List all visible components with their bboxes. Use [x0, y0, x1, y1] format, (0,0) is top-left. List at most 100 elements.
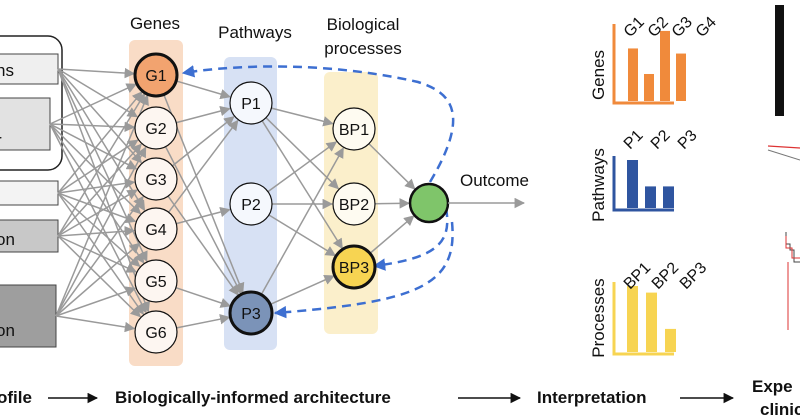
- pathway-node: P2: [229, 182, 273, 226]
- process-node: BP1: [332, 107, 376, 151]
- network-edge: [49, 123, 147, 314]
- cropped-red-curve: [767, 145, 800, 149]
- genes-chart-axis: [612, 24, 674, 105]
- network-edge: [57, 139, 139, 194]
- network-edge: [57, 178, 136, 194]
- input-box: [0, 180, 59, 206]
- input-box-label: r: [0, 131, 2, 150]
- gene-node-label: G1: [145, 68, 166, 85]
- network-edge: [57, 189, 138, 237]
- network-edge: [57, 226, 136, 237]
- network-edge: [55, 315, 136, 333]
- genes-bar: [660, 30, 670, 102]
- network-edge: [167, 195, 239, 296]
- gene-node-label: G4: [145, 222, 166, 239]
- processes-tick-label: BP2: [649, 259, 682, 292]
- gene-node-label: G3: [145, 172, 166, 189]
- processes-tick-label: BP3: [677, 259, 710, 292]
- network-edge: [55, 195, 144, 317]
- network-edge: [369, 215, 415, 254]
- gene-node-circle: [134, 259, 178, 303]
- network-edge: [176, 105, 231, 124]
- process-node-label: BP2: [339, 197, 369, 214]
- process-node-label: BP3: [339, 260, 369, 277]
- outcome-label: Outcome: [460, 171, 529, 190]
- gene-node: G1: [133, 52, 179, 98]
- gene-node-label: G5: [145, 274, 166, 291]
- pathway-node-circle: [229, 81, 273, 125]
- network-edge: [57, 192, 137, 224]
- feedback-arrows: [181, 65, 455, 319]
- network-edge: [57, 68, 139, 118]
- pathway-node-circle: [228, 290, 274, 336]
- input-group-frame: [0, 35, 63, 171]
- network-edge: [57, 235, 137, 273]
- process-node-circle: [331, 244, 377, 290]
- cropped-km-curve-red: [785, 236, 800, 259]
- feedback-arrow-g1: [181, 65, 455, 183]
- cropped-right-panel: [767, 5, 800, 330]
- outcome-node: [408, 182, 450, 224]
- process-node-label: BP1: [339, 122, 369, 139]
- pathways-tick-label: P1: [621, 127, 647, 153]
- pathway-node-label: P1: [241, 96, 261, 113]
- genes-tick-label: G1: [621, 14, 648, 41]
- processes-heading-line2: processes: [324, 39, 401, 58]
- network-edge: [57, 91, 143, 194]
- network-edge: [176, 314, 231, 329]
- gene-node: G6: [134, 310, 178, 354]
- network-edge: [49, 123, 138, 170]
- genes-tick-label: G4: [693, 14, 720, 41]
- process-node: BP3: [331, 244, 377, 290]
- processes-bar: [627, 286, 638, 352]
- gene-node: G2: [134, 106, 178, 150]
- genes-bar: [676, 53, 686, 101]
- pipeline-step-expert-line2: clinic: [760, 400, 800, 419]
- pathways-heading: Pathways: [218, 23, 292, 42]
- pathway-node-label: P3: [241, 306, 261, 323]
- genes-tick-label: G3: [669, 14, 696, 41]
- pathway-node-label: P2: [241, 197, 261, 214]
- pathways-bar: [645, 186, 656, 208]
- network-edge: [55, 146, 147, 317]
- gene-node-label: G6: [145, 325, 166, 342]
- network-edge: [176, 206, 231, 225]
- genes-bar: [628, 48, 638, 101]
- gene-node-circle: [133, 52, 179, 98]
- process-node-circle: [332, 107, 376, 151]
- network-edge: [57, 92, 146, 237]
- genes-heading: Genes: [130, 14, 180, 33]
- processes-bar: [665, 328, 676, 352]
- gene-node-label: G2: [145, 121, 166, 138]
- pathway-node-circle: [229, 182, 273, 226]
- network-edge: [267, 141, 338, 193]
- network-edge: [271, 107, 334, 127]
- processes-heading-line1: Biological: [327, 15, 400, 34]
- input-profile-block: ns r on on: [0, 35, 63, 348]
- pathways-chart-axis: [612, 156, 674, 212]
- network-edge: [171, 116, 235, 167]
- network-edge: [164, 146, 242, 295]
- network-edge: [55, 242, 141, 317]
- pathways-bar: [663, 186, 674, 208]
- network-edge: [269, 275, 335, 306]
- network-edge: [261, 120, 343, 250]
- genes-chart-title: Genes: [589, 50, 608, 100]
- network-edge: [57, 68, 143, 164]
- processes-chart-title: Processes: [589, 278, 608, 357]
- input-box-label: on: [0, 230, 15, 249]
- network-edge: [268, 214, 337, 257]
- network-edge: [49, 83, 137, 125]
- genes-bar: [644, 73, 654, 101]
- processes-chart-axis: [612, 282, 674, 356]
- pathways-chart-title: Pathways: [589, 148, 608, 222]
- network-edge: [55, 94, 149, 317]
- feedback-arrow-p3: [273, 221, 454, 319]
- gene-node: G3: [134, 157, 178, 201]
- process-node: BP2: [332, 182, 376, 226]
